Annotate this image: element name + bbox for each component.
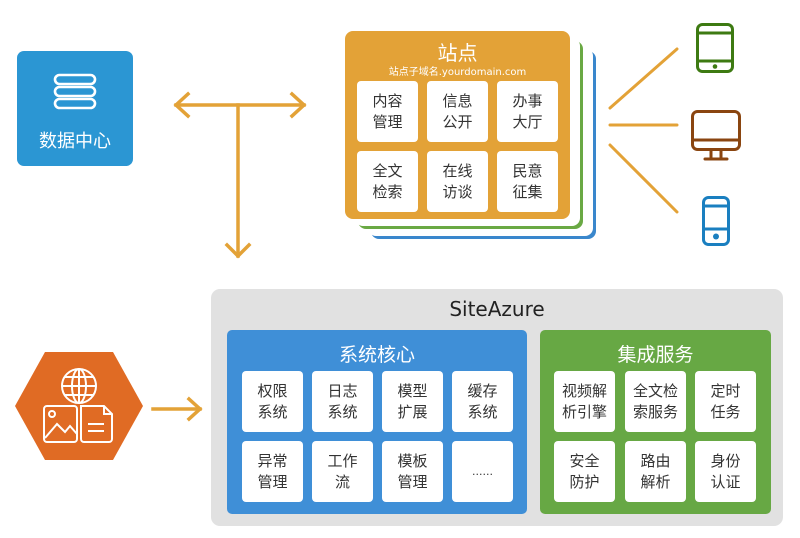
line-to-tablet (608, 47, 679, 110)
site-module: 在线 访谈 (427, 151, 488, 212)
arrow-right-to-siteazure (151, 396, 203, 422)
database-icon (53, 73, 97, 110)
core-module: 异常 管理 (242, 441, 303, 502)
integration-module: 身份 认证 (695, 441, 756, 502)
arrow-head-down (224, 242, 252, 259)
integration-services-panel: 集成服务 视频解 析引擎 全文检 索服务 定时 任务 安全 防护 路由 解析 身… (540, 330, 771, 514)
siteazure-title: SiteAzure (449, 297, 545, 321)
integration-module: 全文检 索服务 (625, 371, 686, 432)
siteazure-container: SiteAzure 系统核心 权限 系统 日志 系统 模型 扩展 缓存 系统 异… (211, 289, 783, 526)
site-module: 办事 大厅 (497, 81, 558, 142)
site-panel: 站点 站点子域名.yourdomain.com 内容 管理 信息 公开 办事 大… (345, 31, 570, 219)
core-module: 工作 流 (312, 441, 373, 502)
site-module: 民意 征集 (497, 151, 558, 212)
site-subdomain: 站点子域名.yourdomain.com (388, 67, 527, 78)
core-module: 模板 管理 (382, 441, 443, 502)
t-connector-arrows (173, 91, 307, 259)
integration-module: 安全 防护 (554, 441, 615, 502)
integration-services-title: 集成服务 (617, 344, 694, 366)
data-center-box: 数据中心 (17, 51, 133, 166)
core-module: 日志 系统 (312, 371, 373, 432)
system-core-panel: 系统核心 权限 系统 日志 系统 模型 扩展 缓存 系统 异常 管理 工作 流 … (227, 330, 527, 514)
site-module: 内容 管理 (357, 81, 418, 142)
data-center-label: 数据中心 (39, 131, 111, 152)
arrow-head-left (173, 91, 191, 119)
tablet-icon (696, 23, 734, 73)
site-title: 站点 (437, 41, 478, 65)
site-module: 信息 公开 (427, 81, 488, 142)
arrow-head-right (289, 91, 307, 119)
device-connector-lines (608, 47, 679, 214)
site-module: 全文 检索 (357, 151, 418, 212)
phone-icon (702, 196, 730, 246)
core-module: 缓存 系统 (452, 371, 513, 432)
content-source-hexagon (15, 352, 143, 460)
line-to-phone (608, 143, 679, 214)
core-module: 权限 系统 (242, 371, 303, 432)
system-core-title: 系统核心 (338, 344, 415, 366)
core-module: 模型 扩展 (382, 371, 443, 432)
integration-module: 路由 解析 (625, 441, 686, 502)
integration-module: 视频解 析引擎 (554, 371, 615, 432)
integration-module: 定时 任务 (695, 371, 756, 432)
desktop-icon (691, 110, 741, 161)
core-module-more: ...... (452, 441, 513, 502)
globe-image-document-icon (43, 368, 113, 443)
